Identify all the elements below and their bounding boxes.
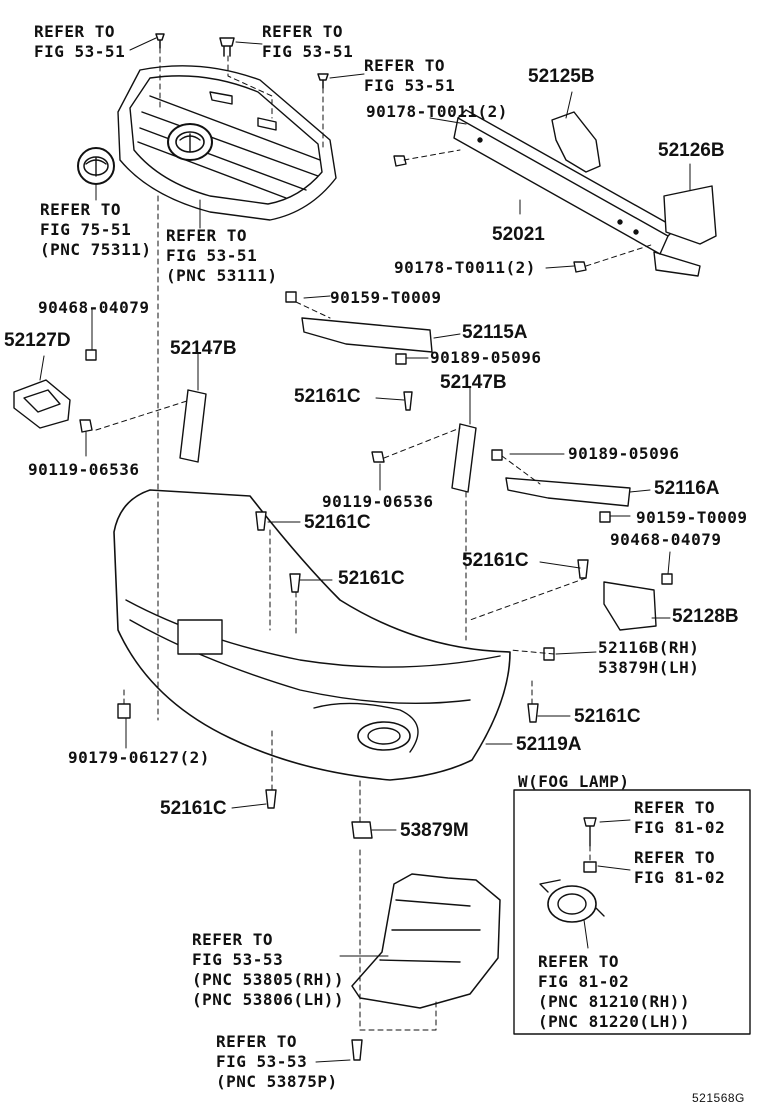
spacer-52147b-right-drawing xyxy=(451,423,477,493)
label-fog-ref-2: REFER TO FIG 81-02 xyxy=(634,848,726,887)
label-90468-left: 90468-04079 xyxy=(38,298,150,317)
label-53879m: 53879M xyxy=(400,820,469,841)
label-grille-clip-ref-right: REFER TO FIG 53-51 xyxy=(364,56,456,95)
fog-lamp-drawing xyxy=(539,817,605,923)
bracket-52125b-drawing xyxy=(551,111,601,173)
fasteners xyxy=(79,291,673,1061)
bracket-52127d-drawing xyxy=(13,379,71,429)
bracket-52128b-drawing xyxy=(603,581,657,631)
label-52115a: 52115A xyxy=(462,322,528,343)
bracket-52126b-drawing xyxy=(663,185,717,245)
label-52161c-f: 52161C xyxy=(160,798,227,819)
fog-lamp-inset-box xyxy=(513,789,751,1035)
nut-90178-lower-drawing xyxy=(573,261,587,273)
label-fog-ref-1: REFER TO FIG 81-02 xyxy=(634,798,726,837)
label-90189-lower: 90189-05096 xyxy=(568,444,680,463)
label-52161c-d: 52161C xyxy=(338,568,405,589)
label-90159-upper: 90159-T0009 xyxy=(330,288,442,307)
label-fog-ref-3: REFER TO FIG 81-02 (PNC 81210(RH)) (PNC … xyxy=(538,952,690,1031)
label-52128b: 52128B xyxy=(672,606,739,627)
label-52126b: 52126B xyxy=(658,140,725,161)
leader-lines xyxy=(39,37,691,1063)
label-fog-lamp-title: W(FOG LAMP) xyxy=(518,772,630,791)
nut-90178-upper-drawing xyxy=(393,155,407,167)
dashed-guide-lines xyxy=(95,47,655,1031)
bracket-52116a-drawing xyxy=(505,477,631,507)
label-90119-mid: 90119-06536 xyxy=(322,492,434,511)
bumper-cover-drawing xyxy=(113,489,511,781)
label-90178-lower: 90178-T0011(2) xyxy=(394,258,536,277)
grille-clips xyxy=(155,33,329,89)
label-52116b-53879h: 52116B(RH) 53879H(LH) xyxy=(598,638,700,677)
label-emblem-ref: REFER TO FIG 75-51 (PNC 75311) xyxy=(40,200,152,259)
label-52116a: 52116A xyxy=(654,478,720,499)
label-52161c-a: 52161C xyxy=(294,386,361,407)
label-bolt-ref: REFER TO FIG 53-53 (PNC 53875P) xyxy=(216,1032,338,1091)
bracket-52115a-drawing xyxy=(301,317,433,353)
radiator-grille-drawing xyxy=(117,65,337,221)
figure-code: 521568G xyxy=(692,1091,745,1105)
label-grille-clip-ref-mid: REFER TO FIG 53-51 xyxy=(262,22,354,61)
label-90159-lower: 90159-T0009 xyxy=(636,508,748,527)
label-grille-clip-ref-left: REFER TO FIG 53-51 xyxy=(34,22,126,61)
label-52125b: 52125B xyxy=(528,66,595,87)
label-52161c-b: 52161C xyxy=(304,512,371,533)
emblem-drawing xyxy=(77,147,115,185)
spacer-52147b-left-drawing xyxy=(179,389,207,463)
label-90189-upper: 90189-05096 xyxy=(430,348,542,367)
label-90119-left: 90119-06536 xyxy=(28,460,140,479)
label-90468-right: 90468-04079 xyxy=(610,530,722,549)
label-52147b-right: 52147B xyxy=(440,372,507,393)
label-52147b-left: 52147B xyxy=(170,338,237,359)
label-undercover-ref: REFER TO FIG 53-53 (PNC 53805(RH)) (PNC … xyxy=(192,930,344,1009)
label-52161c-c: 52161C xyxy=(462,550,529,571)
label-52021: 52021 xyxy=(492,224,545,245)
engine-undercover-drawing xyxy=(351,873,501,1009)
label-90178-upper: 90178-T0011(2) xyxy=(366,102,508,121)
label-52119a: 52119A xyxy=(516,734,582,755)
label-52161c-e: 52161C xyxy=(574,706,641,727)
label-52127d: 52127D xyxy=(4,330,71,351)
label-90179: 90179-06127(2) xyxy=(68,748,210,767)
label-grille-ref: REFER TO FIG 53-51 (PNC 53111) xyxy=(166,226,278,285)
